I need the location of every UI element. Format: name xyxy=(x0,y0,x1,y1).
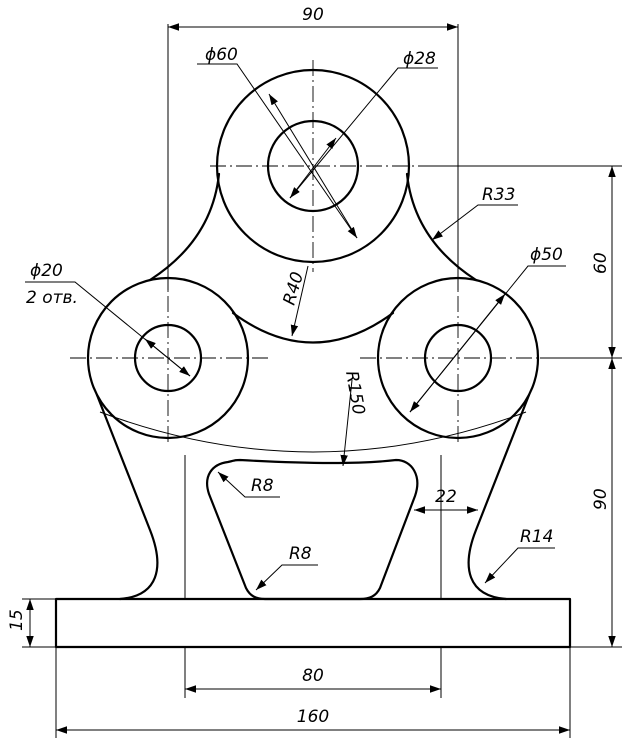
dim-base-80: 80 xyxy=(302,666,324,686)
dimension-labels: 90 ϕ60 ϕ28 R33 ϕ20 2 отв. ϕ50 R40 R150 6… xyxy=(7,5,611,727)
dimension-lines xyxy=(25,23,616,734)
leader-r33 xyxy=(431,204,518,241)
part-outline xyxy=(54,68,572,649)
dim-height-60: 60 xyxy=(591,252,611,274)
leader-r14 xyxy=(484,547,555,584)
leader-r40 xyxy=(290,265,309,337)
dim-dia28: ϕ28 xyxy=(403,49,436,69)
arc-r40 xyxy=(231,311,395,344)
dim-r14: R14 xyxy=(520,527,553,547)
dim-hole-count: 2 отв. xyxy=(26,288,78,308)
fillet-right-r33 xyxy=(405,172,478,282)
right-boss-hole xyxy=(423,323,493,393)
dim-r40: R40 xyxy=(280,270,308,308)
dim-r8-bottom: R8 xyxy=(289,544,312,564)
leader-r150 xyxy=(340,379,353,467)
construction-lines xyxy=(99,411,527,600)
dim-wall-22: 22 xyxy=(435,487,457,507)
dim-r33: R33 xyxy=(482,185,515,205)
leader-dia60 xyxy=(197,63,358,239)
dim-r8-top: R8 xyxy=(251,476,274,496)
fillet-left-r33 xyxy=(148,172,221,282)
dim-base-15: 15 xyxy=(7,609,27,631)
top-boss-hole xyxy=(266,119,360,213)
inner-window xyxy=(206,458,419,601)
leader-r8-bottom xyxy=(255,564,318,591)
right-leg xyxy=(467,393,531,601)
dim-dia50: ϕ50 xyxy=(530,245,563,265)
dim-width-90: 90 xyxy=(302,5,324,25)
leader-dia28 xyxy=(289,67,438,199)
leader-dia50 xyxy=(409,265,566,413)
dim-r150: R150 xyxy=(341,369,368,416)
dim-base-160: 160 xyxy=(297,707,329,727)
r150-reference-arc xyxy=(99,411,527,453)
dim-height-90: 90 xyxy=(591,488,611,510)
dim-dia60: ϕ60 xyxy=(205,45,238,65)
center-lines xyxy=(70,60,555,446)
extension-lines xyxy=(22,24,622,738)
top-boss-outer-circle xyxy=(215,68,411,264)
left-leg xyxy=(95,393,159,601)
leader-r8-top xyxy=(217,471,280,498)
dim-dia20: ϕ20 xyxy=(30,261,63,281)
base-plate xyxy=(54,597,572,649)
left-boss-hole xyxy=(133,323,203,393)
